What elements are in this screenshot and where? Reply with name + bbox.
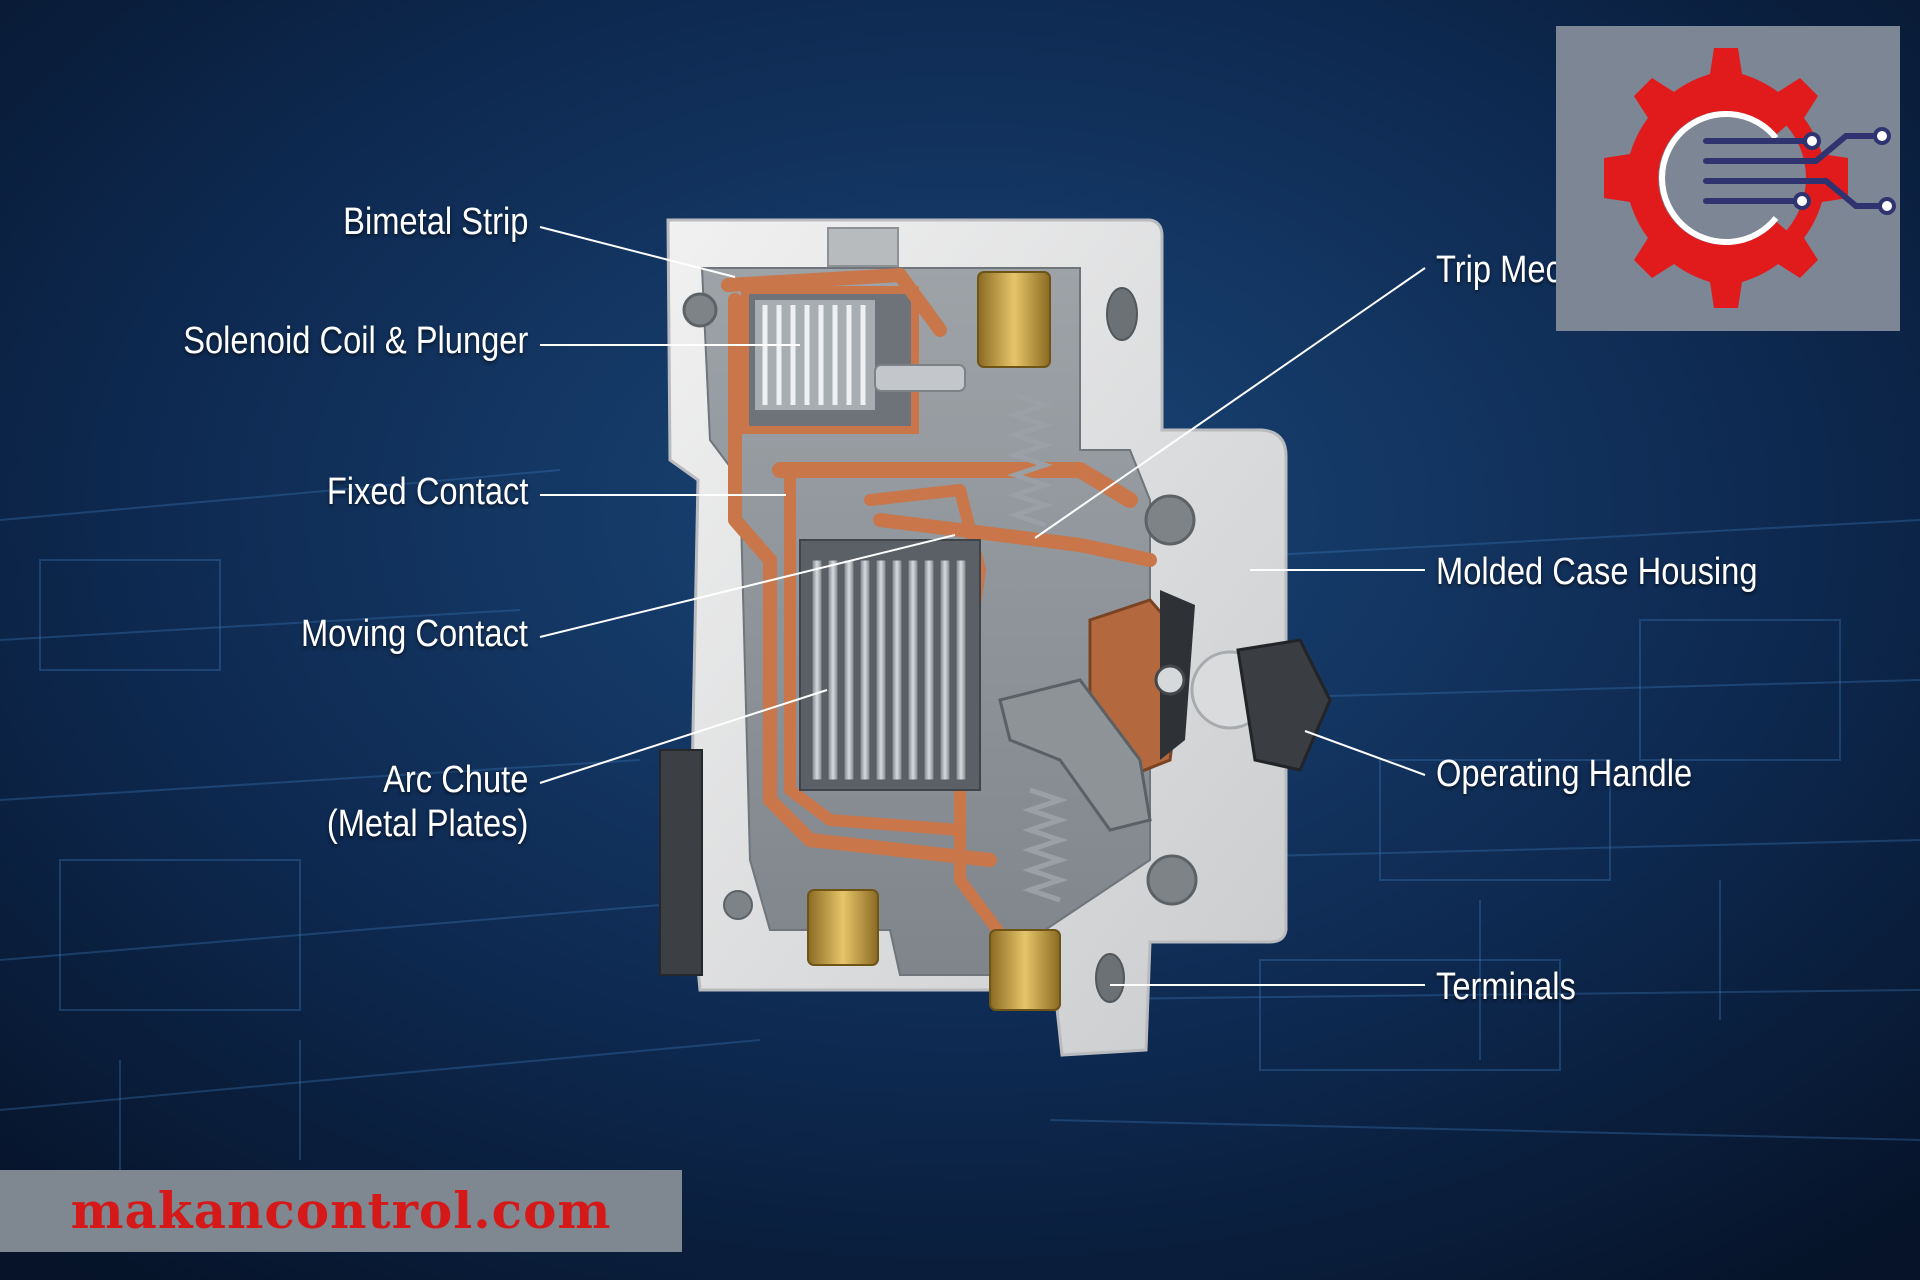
leader-trip-mechanism [1034, 267, 1426, 539]
mount-hole [682, 292, 718, 328]
bimetal-strip [721, 268, 947, 337]
label-terminals: Terminals [1436, 966, 1576, 1008]
logo-box [1556, 26, 1900, 331]
label-bimetal-strip: Bimetal Strip [342, 201, 528, 243]
mount-hole [1144, 494, 1196, 546]
watermark-bar: makancontrol.com [0, 1170, 682, 1252]
trip-spring [1007, 392, 1053, 528]
label-operating-handle: Operating Handle [1436, 753, 1693, 795]
leader-bimetal-strip [539, 226, 736, 278]
terminal-top [977, 271, 1051, 368]
terminal-bottom-left [807, 889, 879, 966]
coil-windings [762, 305, 866, 405]
leader-operating-handle [1304, 730, 1426, 776]
return-spring [1022, 787, 1068, 903]
label-molded-case-housing: Molded Case Housing [1436, 551, 1758, 593]
trip-mechanism [998, 590, 1195, 832]
plunger [874, 364, 966, 392]
top-slot [827, 227, 899, 267]
mount-hole [1095, 953, 1125, 1003]
terminal-bottom-right [989, 929, 1061, 1011]
label-solenoid-coil-plunger: Solenoid Coil & Plunger [182, 320, 528, 362]
watermark-url: makancontrol.com [70, 1181, 612, 1240]
leader-arc-chute [539, 689, 828, 784]
gear-circuit-logo-icon [1604, 48, 1896, 308]
breaker-cutaway [659, 218, 1332, 1057]
leader-moving-contact [539, 534, 956, 638]
operating-handle [1190, 638, 1332, 772]
blueprint-grid [0, 469, 1920, 1200]
mount-hole [1146, 854, 1198, 906]
label-fixed-contact: Fixed Contact [326, 471, 528, 513]
label-arc-chute: Arc Chute (Metal Plates) [326, 759, 528, 845]
moving-contact [873, 513, 1157, 567]
arc-chute [799, 539, 981, 791]
solenoid-coil [755, 300, 875, 410]
label-moving-contact: Moving Contact [300, 613, 528, 655]
leader-lines [539, 226, 1426, 986]
mount-hole [723, 890, 753, 920]
mount-hole [1106, 287, 1138, 341]
din-clip [659, 749, 703, 976]
